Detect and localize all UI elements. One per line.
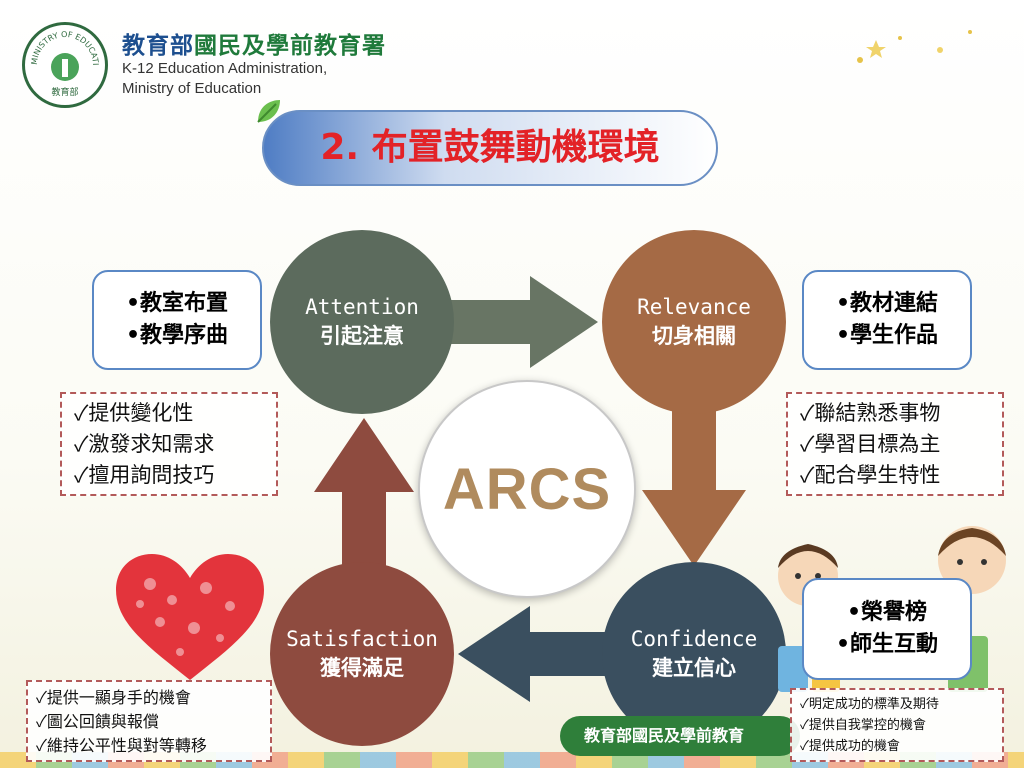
relevance-zh-label: 切身相關 bbox=[652, 324, 736, 348]
checklist-item: ✓明定成功的標準及期待 bbox=[800, 697, 939, 712]
checklist-item: ✓聯結熟悉事物 bbox=[800, 401, 941, 425]
org-name-part1: 教育部 bbox=[122, 32, 194, 59]
attention-zh-label: 引起注意 bbox=[320, 324, 404, 348]
checklist-item: ✓圖公回饋與報償 bbox=[36, 712, 159, 731]
checklist-item: ✓維持公平性與對等轉移 bbox=[36, 736, 207, 755]
org-name-part2: 國民及學前教育署 bbox=[194, 32, 386, 59]
relevance-en-label: Relevance bbox=[637, 295, 751, 319]
box-item: •榮譽榜 bbox=[846, 600, 928, 625]
checklist-item: ✓配合學生特性 bbox=[800, 463, 941, 487]
confidence-strategies-box: •榮譽榜 •師生互動 bbox=[802, 578, 972, 680]
stars-decoration-icon bbox=[857, 30, 972, 63]
attention-strategies-box: •教室布置 •教學序曲 bbox=[92, 270, 262, 370]
satisfaction-zh-label: 獲得滿足 bbox=[320, 656, 404, 680]
arcs-center-circle: ARCS bbox=[418, 380, 636, 598]
attention-en-label: Attention bbox=[305, 295, 419, 319]
box-item: •學生作品 bbox=[835, 323, 939, 348]
org-name-chinese: 教育部國民及學前教育署 bbox=[122, 26, 386, 60]
relevance-checklist: ✓聯結熟悉事物 ✓學習目標為主 ✓配合學生特性 bbox=[786, 392, 1004, 496]
seal-zh-text: 教育部 bbox=[51, 86, 78, 98]
confidence-circle: Confidence 建立信心 bbox=[602, 562, 786, 746]
box-item: •教室布置 bbox=[125, 291, 229, 316]
confidence-checklist: ✓明定成功的標準及期待 ✓提供自我掌控的機會 ✓提供成功的機會 bbox=[790, 688, 1004, 762]
checklist-item: ✓學習目標為主 bbox=[800, 432, 941, 456]
title-banner bbox=[262, 110, 718, 186]
seal-emblem-icon: MINISTRY OF EDUCATION 教育部 bbox=[22, 18, 100, 98]
box-item: •師生互動 bbox=[835, 632, 939, 657]
box-item: •教學序曲 bbox=[125, 323, 229, 348]
checklist-item: ✓提供一顯身手的機會 bbox=[36, 688, 191, 707]
ministry-seal-logo: MINISTRY OF EDUCATION 教育部 bbox=[22, 18, 108, 108]
arrow-confidence-to-satisfaction bbox=[458, 606, 608, 702]
arrow-satisfaction-to-attention bbox=[314, 418, 414, 566]
confidence-zh-label: 建立信心 bbox=[652, 656, 736, 680]
checklist-item: ✓提供變化性 bbox=[74, 401, 194, 425]
satisfaction-en-label: Satisfaction bbox=[286, 627, 438, 651]
org-name-english-line2: Ministry of Education bbox=[122, 80, 262, 97]
org-name-english-line1: K-12 Education Administration, bbox=[122, 60, 328, 77]
relevance-strategies-box: •教材連結 •學生作品 bbox=[802, 270, 972, 370]
box-item: •教材連結 bbox=[835, 291, 939, 316]
arcs-label: ARCS bbox=[442, 456, 612, 522]
relevance-circle: Relevance 切身相關 bbox=[602, 230, 786, 414]
checklist-item: ✓提供自我掌控的機會 bbox=[800, 718, 926, 733]
arrow-attention-to-relevance bbox=[446, 276, 598, 368]
slide-title: 2. 布置鼓舞動機環境 bbox=[320, 127, 660, 168]
confidence-en-label: Confidence bbox=[630, 627, 758, 651]
satisfaction-circle: Satisfaction 獲得滿足 bbox=[270, 562, 454, 746]
attention-circle: Attention 引起注意 bbox=[270, 230, 454, 414]
attention-checklist: ✓提供變化性 ✓激發求知需求 ✓擅用詢問技巧 bbox=[60, 392, 278, 496]
leaf-icon bbox=[257, 100, 280, 123]
checklist-item: ✓擅用詢問技巧 bbox=[74, 463, 215, 487]
arrow-relevance-to-confidence bbox=[642, 408, 746, 566]
satisfaction-checklist: ✓提供一顯身手的機會 ✓圖公回饋與報償 ✓維持公平性與對等轉移 bbox=[26, 680, 272, 762]
checklist-item: ✓提供成功的機會 bbox=[800, 739, 900, 754]
checklist-item: ✓激發求知需求 bbox=[74, 432, 215, 456]
heart-icon bbox=[116, 554, 264, 680]
bottom-banner: 教育部國民及學前教育 bbox=[560, 716, 800, 756]
